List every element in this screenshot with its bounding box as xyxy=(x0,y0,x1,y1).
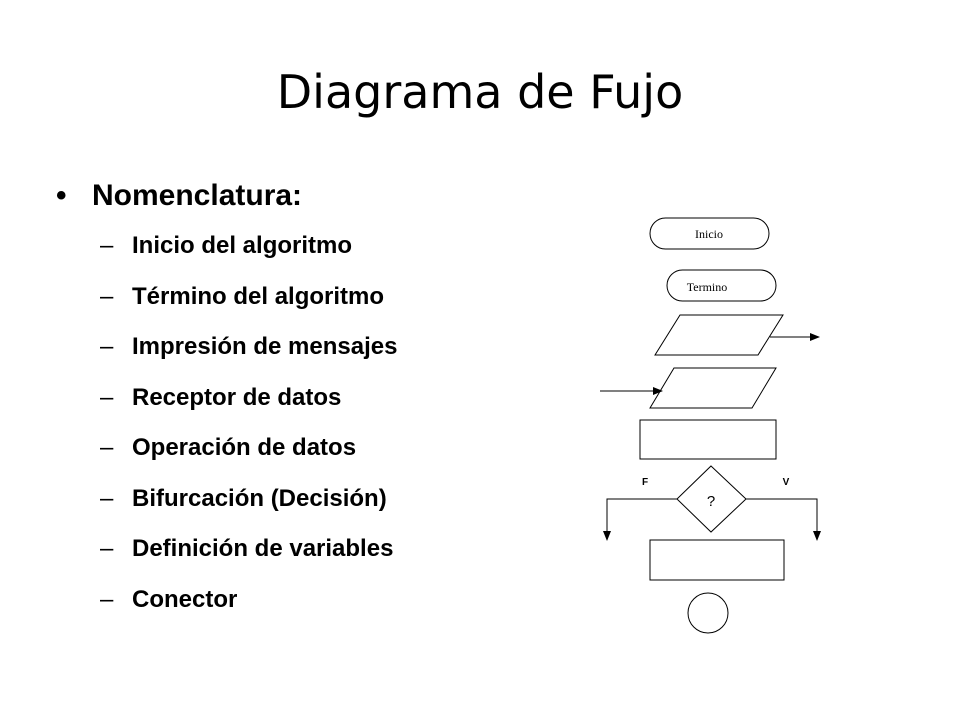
dash-icon: – xyxy=(100,232,114,259)
output-parallelogram-shape xyxy=(654,314,820,356)
dash-icon: – xyxy=(100,585,114,613)
process-rectangle-shape xyxy=(639,419,777,460)
dash-icon: – xyxy=(100,333,114,360)
nomenclature-list: –Inicio del algoritmo –Término del algor… xyxy=(100,226,397,630)
dash-icon: – xyxy=(100,535,114,562)
true-branch-arrow xyxy=(746,498,821,541)
list-item: –Término del algoritmo xyxy=(100,277,397,328)
true-label: V xyxy=(783,477,790,488)
end-label: Termino xyxy=(687,280,727,294)
input-parallelogram-shape xyxy=(600,367,777,409)
end-terminator-shape: Termino xyxy=(666,269,777,302)
false-branch-arrow xyxy=(603,498,677,541)
list-item: –Impresión de mensajes xyxy=(100,327,397,378)
slide-title: Diagrama de Fujo xyxy=(276,65,684,119)
start-terminator-shape: Inicio xyxy=(649,217,770,250)
list-item: –Bifurcación (Decisión) xyxy=(100,479,397,530)
start-label: Inicio xyxy=(695,227,723,241)
variable-definition-rectangle-shape xyxy=(649,539,785,581)
main-bullet-text: Nomenclatura: xyxy=(92,179,303,212)
dash-icon: – xyxy=(100,484,114,512)
dash-icon: – xyxy=(100,282,114,310)
dash-icon: – xyxy=(100,383,114,411)
decision-diamond-shape: ? F V xyxy=(603,465,821,541)
list-item: –Receptor de datos xyxy=(100,378,397,429)
decision-label: ? xyxy=(707,493,715,510)
list-item: –Conector xyxy=(100,580,397,631)
list-item: –Definición de variables xyxy=(100,529,397,580)
false-label: F xyxy=(642,477,648,488)
connector-circle-shape xyxy=(687,592,729,634)
main-bullet: • Nomenclatura: xyxy=(56,174,302,218)
list-item: –Operación de datos xyxy=(100,428,397,479)
dash-icon: – xyxy=(100,434,114,461)
list-item: –Inicio del algoritmo xyxy=(100,226,397,277)
bullet-dot-icon: • xyxy=(56,179,67,212)
